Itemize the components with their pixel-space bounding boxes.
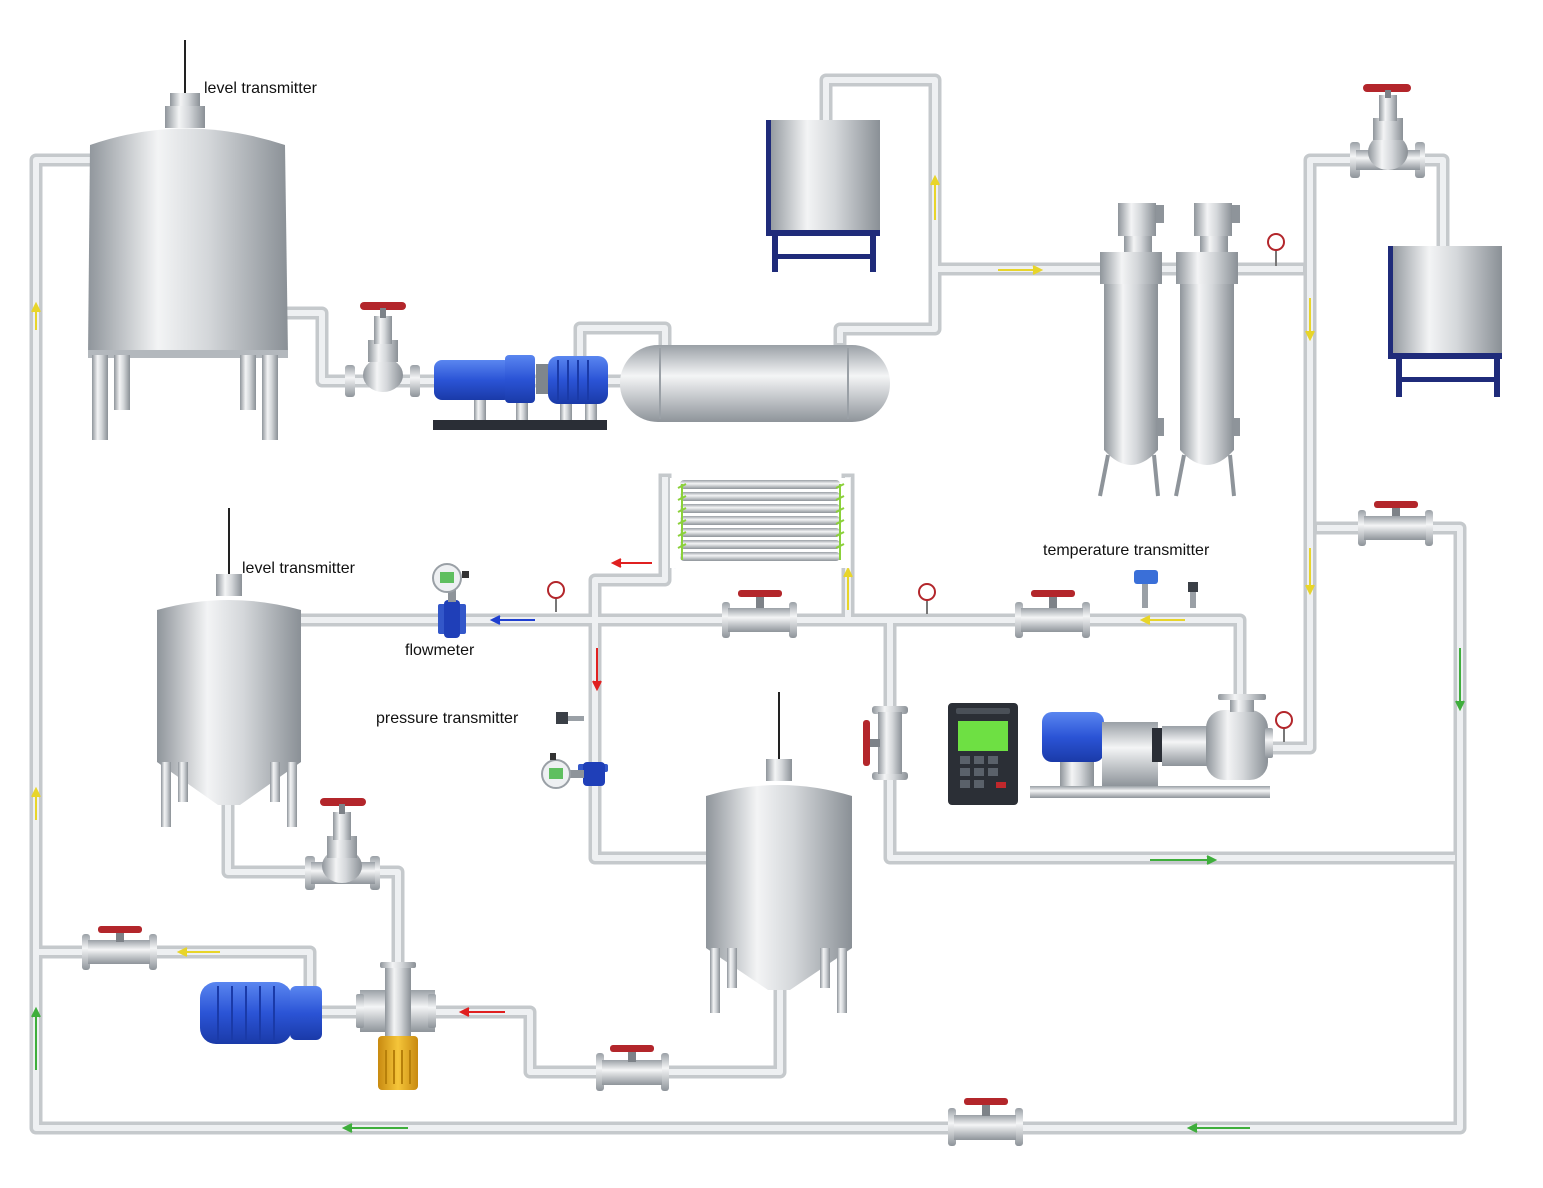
gate-valve[interactable] — [1358, 501, 1433, 546]
gate-valve[interactable] — [596, 1045, 669, 1091]
temperature-transmitter-device — [1134, 570, 1198, 608]
gate-valve[interactable] — [948, 1098, 1023, 1146]
flowmeter-device — [541, 753, 608, 789]
control-panel[interactable] — [948, 703, 1018, 805]
arrow-icon — [1150, 855, 1218, 865]
gauge-icon — [1275, 711, 1293, 742]
twin-filter-housings — [1098, 203, 1240, 497]
label-pressure-transmitter: pressure transmitter — [376, 710, 519, 727]
label-flowmeter: flowmeter — [405, 642, 475, 659]
arrow-icon — [458, 1007, 505, 1017]
arrow-icon — [1186, 1123, 1250, 1133]
arrow-icon — [592, 648, 602, 692]
arrow-icon — [31, 1006, 41, 1070]
arrow-icon — [1455, 648, 1465, 712]
flowmeter-device — [432, 563, 469, 638]
arrow-icon — [843, 566, 853, 610]
storage-tank-large — [88, 40, 288, 440]
arrow-icon — [341, 1123, 408, 1133]
gauge-icon — [918, 583, 936, 614]
valve-handwheel-icon — [320, 798, 366, 806]
pressure-transmitter-device — [556, 712, 584, 724]
arrow-icon — [31, 301, 41, 330]
tube-heat-exchanger — [670, 478, 850, 568]
horizontal-vessel — [620, 345, 890, 422]
open-tank-right — [1388, 246, 1502, 397]
valve-handwheel-icon — [863, 720, 870, 766]
valve-handwheel-icon — [98, 926, 142, 933]
controller-screen — [958, 721, 1008, 751]
globe-valve[interactable] — [1350, 84, 1425, 178]
valve-handwheel-icon — [964, 1098, 1008, 1105]
motor-icon — [434, 360, 512, 400]
valve-handwheel-icon — [1363, 84, 1411, 92]
label-level-transmitter-middle: level transmitter — [242, 560, 356, 577]
gate-valve[interactable] — [863, 706, 908, 780]
motor-icon — [1042, 712, 1104, 762]
motor-pump-unit — [433, 355, 608, 430]
arrow-icon — [1305, 548, 1315, 596]
globe-valve[interactable] — [305, 798, 380, 890]
arrow-icon — [1139, 615, 1185, 625]
label-temperature-transmitter: temperature transmitter — [1043, 542, 1210, 559]
valve-handwheel-icon — [1031, 590, 1075, 597]
gate-valve[interactable] — [722, 590, 797, 638]
valve-handwheel-icon — [738, 590, 782, 597]
arrow-icon — [610, 558, 652, 568]
valve-handwheel-icon — [360, 302, 406, 310]
gear-icon — [378, 1036, 418, 1090]
arrow-icon — [31, 786, 41, 820]
valve-handwheel-icon — [610, 1045, 654, 1052]
arrow-icon — [1305, 298, 1315, 342]
open-tank-top — [766, 120, 880, 272]
arrow-icon — [176, 947, 220, 957]
gate-valve[interactable] — [1015, 590, 1090, 638]
arrow-icon — [998, 265, 1044, 275]
gate-valve[interactable] — [82, 926, 157, 970]
motor-pump-unit — [200, 962, 436, 1090]
label-level-transmitter-top: level transmitter — [204, 80, 318, 97]
gauge-icon — [547, 581, 565, 612]
valve-handwheel-icon — [1374, 501, 1418, 508]
gauge-icon — [1267, 233, 1285, 266]
globe-valve[interactable] — [345, 302, 420, 397]
centrifugal-pump-unit — [1030, 694, 1273, 798]
arrow-icon — [930, 174, 940, 220]
arrow-icon — [489, 615, 535, 625]
conical-tank-middle — [157, 508, 301, 827]
conical-tank-lower — [706, 692, 852, 1013]
